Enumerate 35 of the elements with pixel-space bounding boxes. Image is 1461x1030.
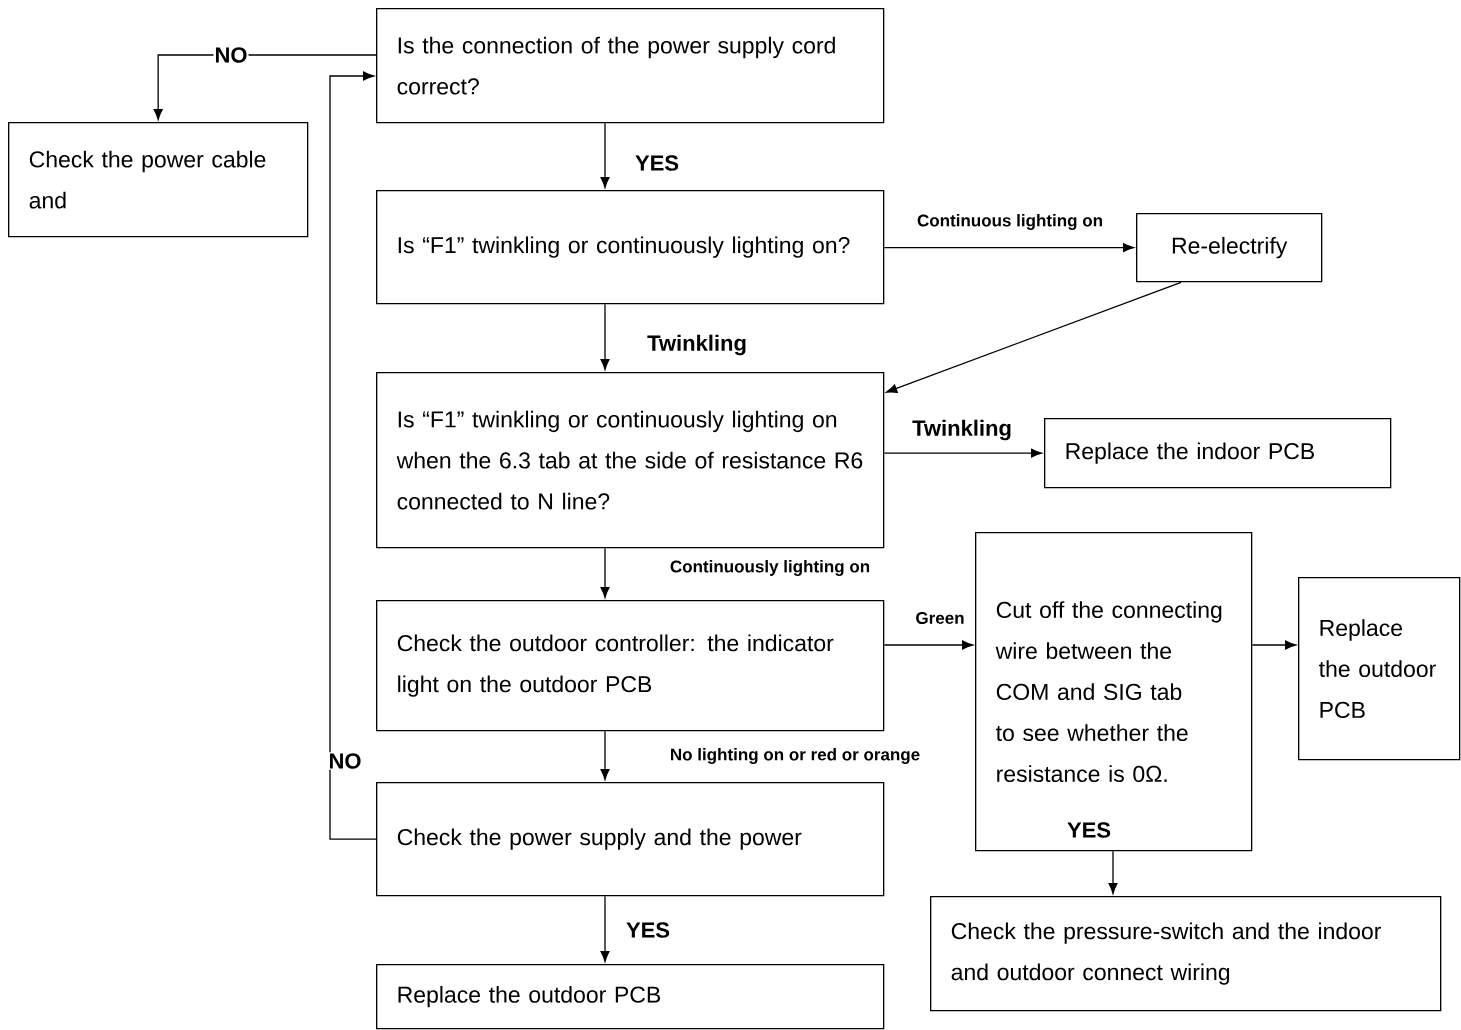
arrow (329, 71, 377, 840)
arrow (883, 448, 1043, 458)
process-box: Re-electrify (1136, 213, 1323, 283)
edge-label: NO (327, 752, 363, 770)
process-box: Replace the outdoor PCB (376, 964, 885, 1030)
edge-label: YES (625, 921, 671, 939)
arrow (153, 54, 377, 121)
process-box: Replace the outdoor PCB (1298, 577, 1461, 761)
process-box: Is the connection of the power supply cord correct? (376, 8, 885, 124)
edge-label: NO (213, 46, 249, 64)
edge-label: YES (634, 154, 680, 172)
edge-label: No lighting on or red or orange (668, 747, 922, 765)
arrow (1108, 850, 1118, 895)
edge-label: Continuously lighting on (668, 559, 872, 577)
arrow (1251, 640, 1297, 650)
edge-label: Green (914, 611, 966, 625)
edge-label: Continuous lighting on (916, 213, 1104, 231)
process-box: Check the power supply and the power (376, 782, 885, 897)
edge-label: Twinkling (646, 333, 748, 357)
arrow (600, 303, 610, 371)
arrow (600, 547, 610, 599)
arrow (883, 640, 974, 650)
process-box: Replace the indoor PCB (1044, 418, 1392, 489)
arrow (883, 243, 1135, 253)
arrow (600, 895, 610, 963)
process-box: Is “F1” twinkling or continuously lighting on when the 6.3 tab at the side of resistance R6 connected to N line? (376, 372, 885, 549)
process-box: Check the power cable and (8, 122, 309, 238)
arrow (600, 122, 610, 189)
process-box: Check the pressure-switch and the indoor and outdoor connect wiring (930, 896, 1442, 1012)
process-box: Is “F1” twinkling or continuously lighting on? (376, 190, 885, 305)
arrow (886, 281, 1182, 393)
edge-label: Twinkling (911, 418, 1013, 442)
edge-label: YES (1066, 821, 1112, 839)
arrow (600, 730, 610, 781)
process-box: Check the outdoor controller: the indicator light on the outdoor PCB (376, 600, 885, 732)
